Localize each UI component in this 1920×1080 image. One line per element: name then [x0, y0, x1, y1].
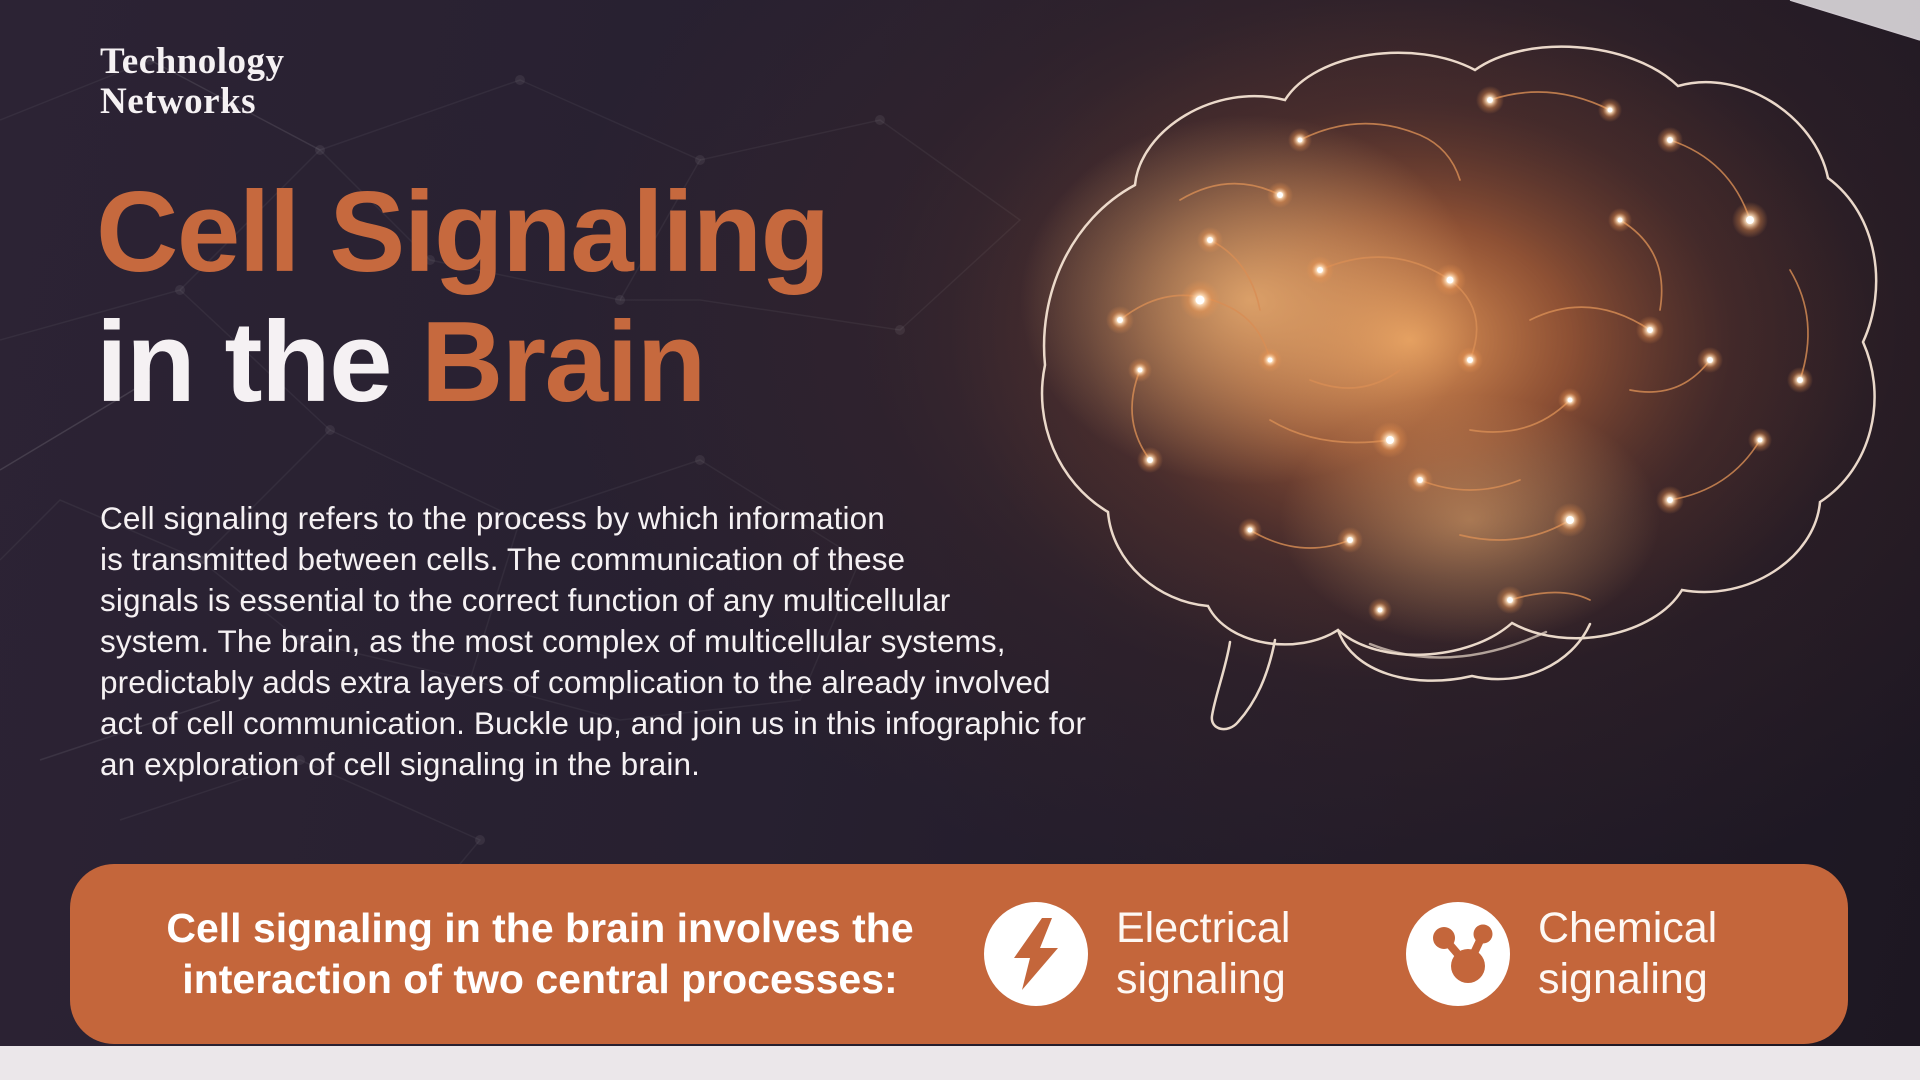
- process-item-chemical: Chemical signaling: [1406, 902, 1756, 1006]
- brain-outline: [1040, 45, 1878, 731]
- title-line1: Cell Signaling: [96, 169, 830, 296]
- process-label-chemical: Chemical signaling: [1538, 904, 1718, 1003]
- intro-line: act of cell communication. Buckle up, an…: [100, 705, 1087, 741]
- banner-heading-line2: interaction of two central processes:: [182, 956, 898, 1002]
- intro-line: Cell signaling refers to the process by …: [100, 500, 885, 536]
- intro-line: system. The brain, as the most complex o…: [100, 623, 1006, 659]
- process-banner: Cell signaling in the brain involves the…: [70, 864, 1848, 1044]
- brand-logo-line1: Technology: [100, 41, 285, 82]
- molecule-icon: [1406, 902, 1510, 1006]
- process-label-electrical: Electrical signaling: [1116, 904, 1291, 1003]
- intro-line: is transmitted between cells. The commun…: [100, 541, 906, 577]
- intro-line: an exploration of cell signaling in the …: [100, 746, 700, 782]
- intro-paragraph: Cell signaling refers to the process by …: [100, 498, 1086, 785]
- brand-logo-line2: Networks: [100, 80, 257, 122]
- intro-line: predictably adds extra layers of complic…: [100, 664, 1051, 700]
- lightning-bolt-icon: [984, 902, 1088, 1006]
- banner-heading: Cell signaling in the brain involves the…: [140, 903, 940, 1006]
- brain-glow-dots: [1106, 86, 1813, 622]
- intro-line: signals is essential to the correct func…: [100, 582, 951, 618]
- brand-logo: Technology Networks: [100, 42, 285, 122]
- title-line2-white: in the: [96, 298, 392, 426]
- brain-illustration: [950, 0, 1878, 731]
- process-item-electrical: Electrical signaling: [984, 902, 1334, 1006]
- bottom-light-strip: [0, 1046, 1920, 1080]
- banner-heading-line1: Cell signaling in the brain involves the: [166, 904, 914, 951]
- title-line2-accent: Brain: [420, 298, 706, 426]
